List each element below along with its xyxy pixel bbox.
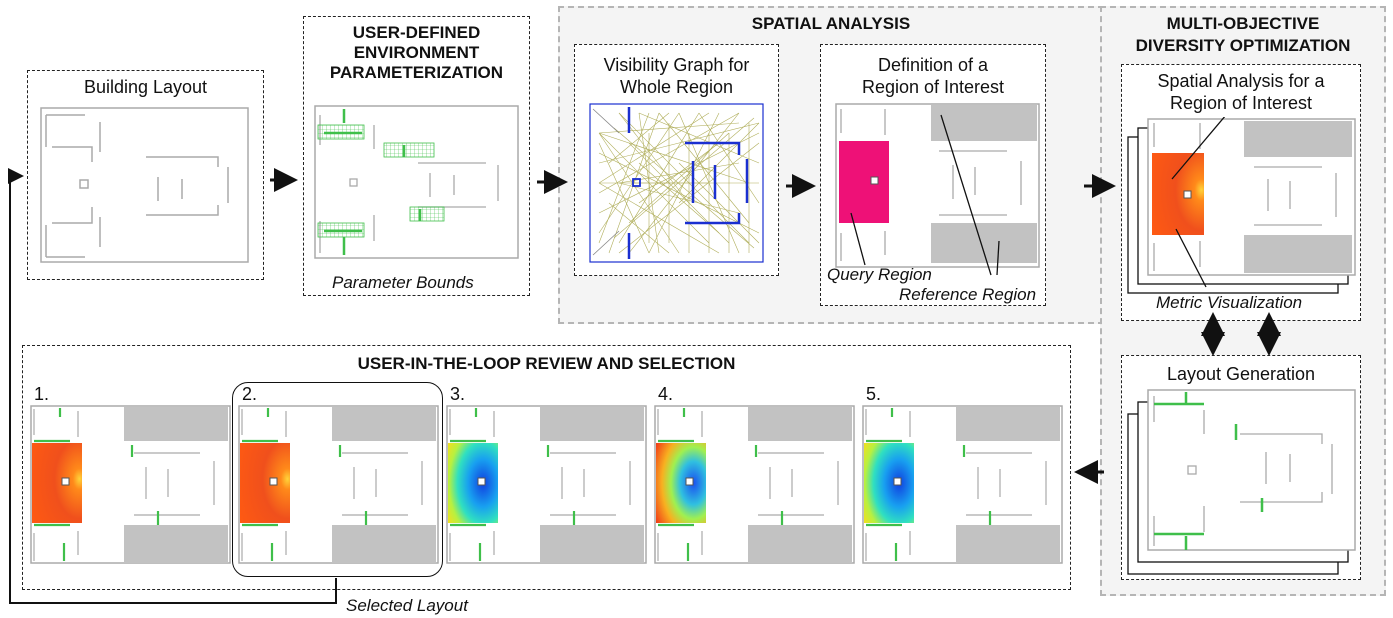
candidate-layout[interactable] — [446, 405, 648, 565]
region-definition-title-1: Definition of a — [877, 55, 989, 75]
visibility-graph-title-2: Whole Region — [619, 77, 734, 97]
multi-objective-title-2: DIVERSITY OPTIMIZATION — [1135, 36, 1351, 55]
region-definition-plot — [835, 103, 1040, 268]
review-title: USER-IN-THE-LOOP REVIEW AND SELECTION — [357, 354, 736, 373]
candidate-number: 5. — [866, 384, 882, 404]
metric-analysis-title-1: Spatial Analysis for a — [1157, 71, 1325, 91]
environment-param-title-3: PARAMETERIZATION — [329, 63, 504, 82]
reference-region-label: Reference Region — [899, 285, 1037, 304]
candidate-number: 2. — [242, 384, 258, 404]
multi-objective-title-1: MULTI-OBJECTIVE — [1166, 14, 1320, 33]
building-layout-title: Building Layout — [83, 77, 208, 97]
reference-region-bottom — [931, 223, 1037, 263]
building-layout-floorplan — [40, 107, 249, 263]
layout-generation-stack — [1127, 389, 1356, 575]
candidate-layout[interactable] — [238, 405, 440, 565]
candidate-number: 3. — [450, 384, 466, 404]
candidate-layout[interactable] — [862, 405, 1064, 565]
building-layout-panel: Building Layout — [27, 70, 264, 280]
metric-visualization-label: Metric Visualization — [1156, 293, 1303, 312]
visibility-graph-title-1: Visibility Graph for — [603, 55, 750, 75]
selected-layout-label: Selected Layout — [346, 596, 468, 615]
environment-param-title-1: USER-DEFINED — [352, 23, 481, 42]
metric-analysis-panel: Spatial Analysis for a Region of Interes… — [1121, 64, 1361, 321]
parameter-bounds-label: Parameter Bounds — [332, 273, 474, 292]
spatial-analysis-title: SPATIAL ANALYSIS — [751, 14, 911, 33]
candidate-number: 1. — [34, 384, 50, 404]
region-definition-panel: Definition of a Region of Interest Query… — [820, 44, 1046, 306]
metric-analysis-stack — [1127, 117, 1356, 294]
candidate-layout[interactable] — [30, 405, 232, 565]
query-region — [839, 141, 889, 223]
candidate-number: 4. — [658, 384, 674, 404]
layout-generation-panel: Layout Generation — [1121, 355, 1361, 580]
candidate-layout[interactable] — [654, 405, 856, 565]
region-definition-title-2: Region of Interest — [861, 77, 1005, 97]
layout-generation-title: Layout Generation — [1166, 364, 1316, 384]
environment-param-panel: USER-DEFINED ENVIRONMENT PARAMETERIZATIO… — [303, 16, 530, 296]
region-callout-lines — [850, 114, 1000, 276]
metric-analysis-title-2: Region of Interest — [1169, 93, 1313, 113]
visibility-graph-plot — [589, 103, 764, 263]
reference-region-top — [931, 105, 1037, 141]
parameterized-floorplan — [314, 105, 519, 259]
visibility-graph-panel: Visibility Graph for Whole Region — [574, 44, 779, 276]
query-region-label: Query Region — [827, 265, 932, 284]
environment-param-title-2: ENVIRONMENT — [353, 43, 480, 62]
